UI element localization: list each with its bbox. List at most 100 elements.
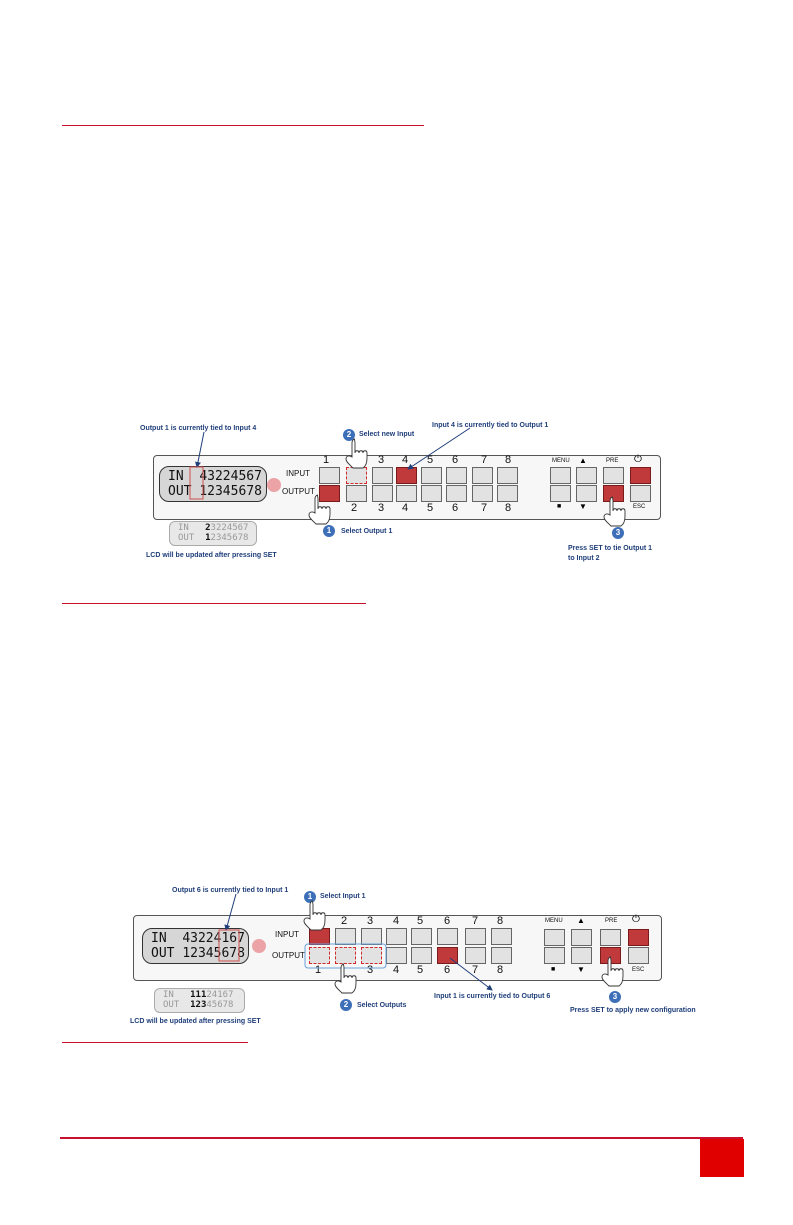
output-button-8[interactable] (497, 485, 518, 502)
callout-output-tied: Output 1 is currently tied to Input 4 (140, 425, 257, 432)
menu-label: MENU (545, 918, 563, 924)
down-button[interactable] (571, 947, 592, 964)
arrow-down-icon: ▼ (579, 502, 587, 511)
input-button-2[interactable] (346, 467, 367, 484)
input-number: 7 (472, 915, 479, 927)
output-button-7[interactable] (465, 947, 486, 964)
power-icon: ⏻ (632, 914, 640, 925)
output-button-7[interactable] (472, 485, 493, 502)
step-label: Select Output 1 (341, 528, 393, 535)
output-button-5[interactable] (421, 485, 442, 502)
output-button-2[interactable] (335, 947, 356, 964)
callout-input-tied: Input 4 is currently tied to Output 1 (432, 422, 549, 429)
step-badge: 3 (612, 527, 624, 539)
up-button[interactable] (571, 929, 592, 946)
pre-label: PRE (606, 458, 619, 464)
lcd-out-changed: 123 (190, 1000, 207, 1010)
input-button-7[interactable] (472, 467, 493, 484)
output-number: 7 (472, 964, 479, 976)
input-number: 8 (497, 915, 504, 927)
input-button-7[interactable] (465, 928, 486, 945)
output-button-3[interactable] (372, 485, 393, 502)
input-number: 3 (367, 915, 374, 927)
output-button-4[interactable] (396, 485, 417, 502)
input-button-6[interactable] (446, 467, 467, 484)
output-row-label: OUTPUT (272, 951, 305, 960)
lcd-out-values: 2345678 (210, 533, 249, 543)
output-button-6[interactable] (437, 947, 458, 964)
lcd-in-label: IN (163, 990, 174, 1000)
section-rule-2 (62, 603, 366, 604)
lcd-preview: IN 23224567 OUT 12345678 (169, 521, 257, 546)
output-button-1[interactable] (309, 947, 330, 964)
input-button-4[interactable] (396, 467, 417, 484)
output-button-1[interactable] (319, 485, 340, 502)
output-button-4[interactable] (386, 947, 407, 964)
power-icon: ⏻ (634, 454, 642, 465)
arrow-down-icon: ▼ (577, 965, 585, 974)
output-number: 2 (351, 502, 358, 514)
input-button-2[interactable] (335, 928, 356, 945)
input-number: 4 (402, 454, 409, 466)
lock-button[interactable] (544, 947, 565, 964)
input-button-3[interactable] (361, 928, 382, 945)
input-button-5[interactable] (421, 467, 442, 484)
output-button-6[interactable] (446, 485, 467, 502)
step-badge: 2 (343, 429, 355, 441)
input-button-1[interactable] (309, 928, 330, 945)
input-button-1[interactable] (319, 467, 340, 484)
section-rule-1 (62, 125, 424, 126)
input-number: 5 (417, 915, 424, 927)
power-button[interactable] (630, 467, 651, 484)
callout-output-tied: Output 6 is currently tied to Input 1 (172, 887, 289, 894)
input-button-4[interactable] (386, 928, 407, 945)
step-badge: 2 (340, 999, 352, 1011)
esc-button[interactable] (630, 485, 651, 502)
footer-rule (60, 1137, 743, 1139)
output-row-label: OUTPUT (282, 487, 315, 496)
pre-button[interactable] (603, 467, 624, 484)
menu-label: MENU (552, 458, 570, 464)
lcd-in-label: IN (151, 931, 167, 946)
input-button-5[interactable] (411, 928, 432, 945)
pre-button[interactable] (600, 929, 621, 946)
input-button-8[interactable] (497, 467, 518, 484)
lcd-in-changed: 2 (205, 523, 211, 533)
set-button[interactable] (603, 485, 624, 502)
input-number: 7 (481, 454, 488, 466)
step-badge: 1 (323, 525, 335, 537)
lcd-in-values: 43224167 (182, 931, 245, 946)
up-button[interactable] (576, 467, 597, 484)
status-led (267, 478, 281, 492)
output-button-3[interactable] (361, 947, 382, 964)
output-number: 4 (393, 964, 400, 976)
lcd-out-values: 12345678 (199, 484, 262, 499)
output-button-5[interactable] (411, 947, 432, 964)
power-button[interactable] (628, 929, 649, 946)
input-button-3[interactable] (372, 467, 393, 484)
input-row-label: INPUT (286, 469, 310, 478)
esc-label: ESC (632, 967, 645, 973)
input-number: 4 (393, 915, 400, 927)
input-button-6[interactable] (437, 928, 458, 945)
set-button[interactable] (600, 947, 621, 964)
output-button-8[interactable] (491, 947, 512, 964)
step-label: Press SET to tie Output 1 (568, 545, 653, 552)
lcd-update-note: LCD will be updated after pressing SET (146, 552, 277, 559)
section-rule-3 (62, 1042, 248, 1043)
input-button-8[interactable] (491, 928, 512, 945)
esc-button[interactable] (628, 947, 649, 964)
lcd-display: IN 43224567 OUT 12345678 (159, 466, 267, 502)
output-button-2[interactable] (346, 485, 367, 502)
arrow-up-icon: ▲ (579, 456, 587, 465)
output-number: 5 (417, 964, 424, 976)
page-number-box (700, 1139, 744, 1177)
lcd-preview: IN 11124167 OUT 12345678 (154, 988, 245, 1013)
output-number: 3 (367, 964, 374, 976)
lcd-in-values: 43224567 (199, 469, 262, 484)
menu-button[interactable] (544, 929, 565, 946)
lock-button[interactable] (550, 485, 571, 502)
menu-button[interactable] (550, 467, 571, 484)
step-label: to Input 2 (568, 555, 600, 562)
down-button[interactable] (576, 485, 597, 502)
